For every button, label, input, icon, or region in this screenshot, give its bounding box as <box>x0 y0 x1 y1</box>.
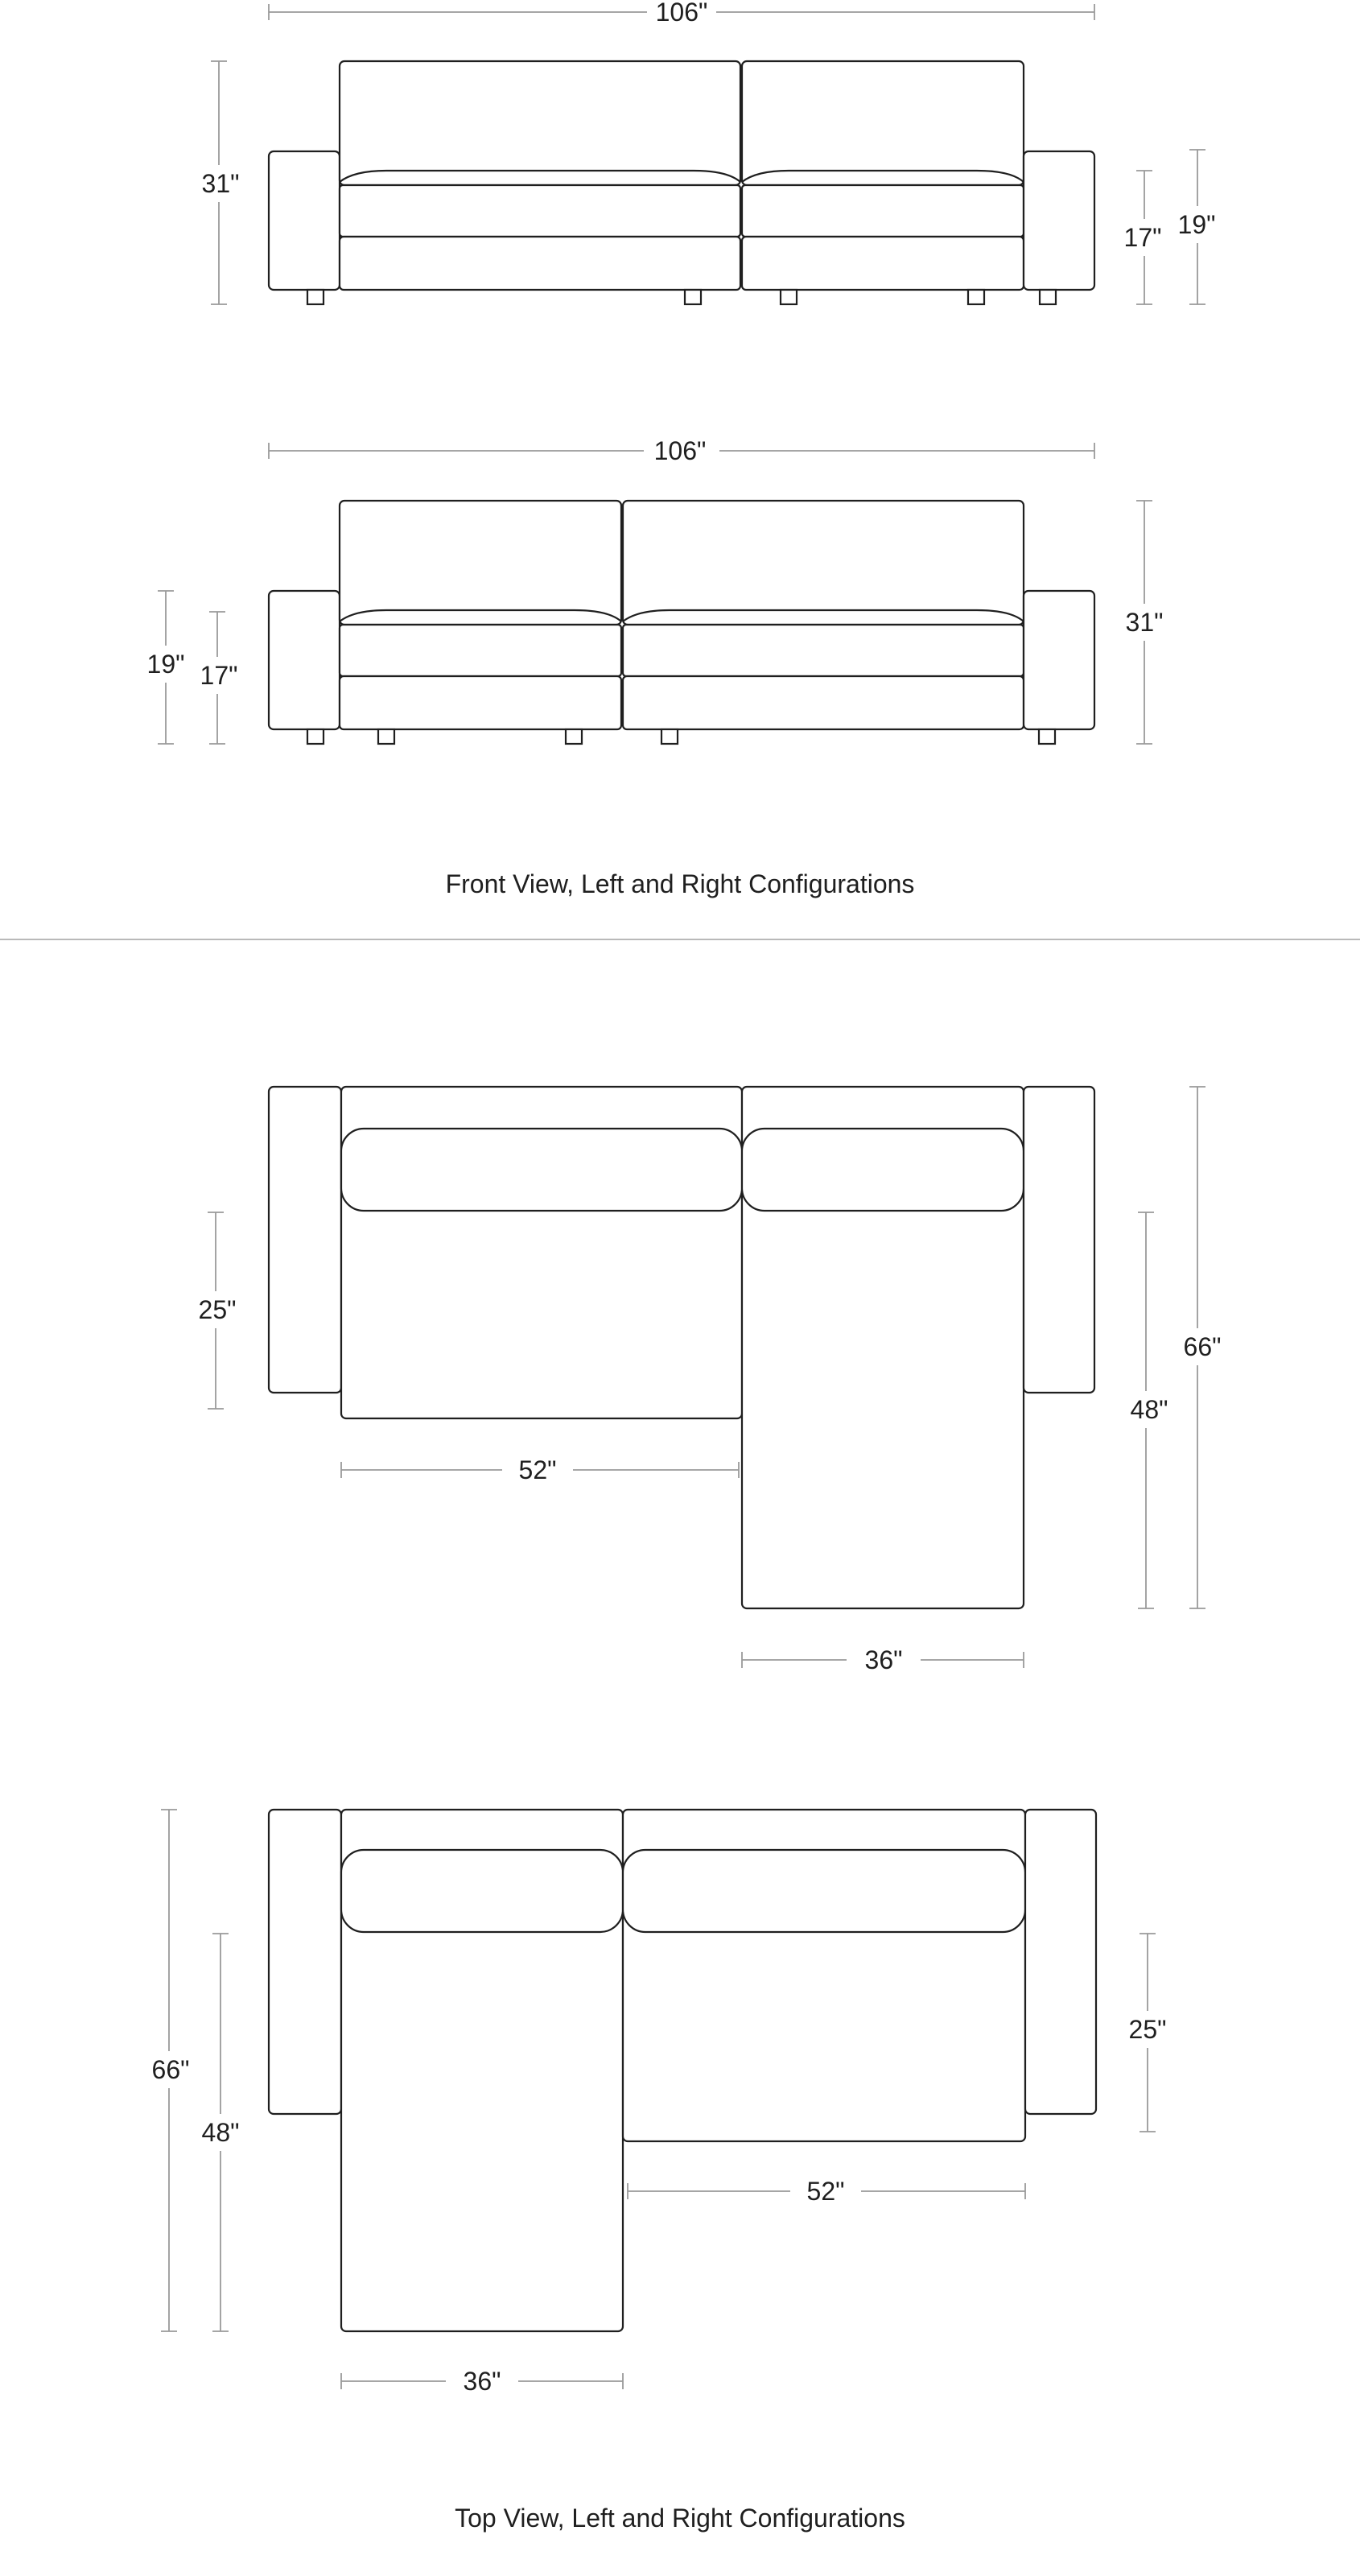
sofa-front-drawing <box>267 499 1096 745</box>
leg <box>779 288 798 306</box>
sofa-top-drawing <box>267 1808 1098 2333</box>
seat-cushion-top-2 <box>741 169 1024 183</box>
leg <box>377 728 396 745</box>
seat-cushion-2 <box>621 623 1025 678</box>
sofa-front-drawing <box>267 60 1096 306</box>
front-view-right-configuration: 106" 19" 17" 31" <box>147 436 1164 745</box>
top-view-left-configuration: 25" 52" 36" 48" 66" <box>199 1085 1222 1674</box>
seat-cushion-1 <box>338 623 623 678</box>
base-2 <box>740 235 1025 291</box>
sofa-section-width-dimension: 52" <box>340 1455 740 1484</box>
seat-cushion-top-1 <box>339 169 741 183</box>
leg <box>683 288 703 306</box>
seat-cushion-1 <box>338 184 742 238</box>
overall-depth-label: 66" <box>1184 1332 1222 1361</box>
width-dimension: 106" <box>268 0 1095 27</box>
front-view-left-configuration: 106" 31" 17" 19" <box>202 0 1216 306</box>
seat-depth-dimension: 25" <box>199 1212 237 1410</box>
width-dimension: 106" <box>268 436 1095 465</box>
arm-height-dimension: 19" <box>147 590 185 745</box>
leg <box>564 728 583 745</box>
width-label: 106" <box>656 0 708 27</box>
back-height-dimension: 31" <box>1126 500 1164 745</box>
leg <box>306 728 325 745</box>
base-2 <box>621 675 1025 731</box>
left-arm <box>267 1085 343 1394</box>
base-1 <box>338 675 623 731</box>
chaise-length-dimension: 48" <box>202 1933 240 2332</box>
chaise-length-label: 48" <box>202 2118 240 2147</box>
chaise-width-label: 36" <box>464 2367 501 2396</box>
seat-height-dimension: 17" <box>200 611 238 745</box>
back-cushion-2 <box>740 1127 1025 1212</box>
back-height-dimension: 31" <box>202 60 240 305</box>
chaise-width-dimension: 36" <box>340 2367 624 2396</box>
top-view-caption: Top View, Left and Right Configurations <box>455 2504 905 2533</box>
left-arm <box>267 589 341 731</box>
leg <box>1037 728 1057 745</box>
arm-height-label: 19" <box>147 650 185 679</box>
sofa-section-width-dimension: 52" <box>627 2177 1026 2206</box>
seat-depth-label: 25" <box>199 1295 237 1324</box>
back-cushion-2 <box>740 60 1025 187</box>
seat-cushion-2 <box>740 184 1025 238</box>
right-arm <box>1022 589 1096 731</box>
sofa-top-drawing <box>267 1085 1096 1610</box>
leg <box>966 288 986 306</box>
seat-cushion-top-2 <box>622 609 1024 622</box>
top-view-right-configuration: 66" 48" 25" 52" 36" <box>152 1808 1167 2396</box>
base-1 <box>338 235 742 291</box>
chaise-length-label: 48" <box>1131 1395 1168 1424</box>
left-arm <box>267 1808 343 2116</box>
leg <box>660 728 679 745</box>
seat-depth-label: 25" <box>1129 2015 1167 2044</box>
width-label: 106" <box>654 436 707 465</box>
seat-height-label: 17" <box>200 661 238 690</box>
arm-height-label: 19" <box>1178 210 1216 239</box>
seat-cushion-top-1 <box>339 609 622 622</box>
back-cushion-1 <box>338 60 742 187</box>
seat-depth-dimension: 25" <box>1129 1933 1167 2132</box>
overall-depth-dimension: 66" <box>152 1809 190 2332</box>
front-view-caption: Front View, Left and Right Configuration… <box>446 869 915 898</box>
overall-depth-dimension: 66" <box>1184 1086 1222 1609</box>
back-cushion-1 <box>340 1848 624 1934</box>
back-cushion-1 <box>340 1127 744 1212</box>
left-arm <box>267 150 341 291</box>
seat-height-label: 17" <box>1124 223 1162 252</box>
back-cushion-2 <box>621 1848 1027 1934</box>
back-cushion-2 <box>621 499 1025 626</box>
right-arm <box>1022 1085 1096 1394</box>
arm-height-dimension: 19" <box>1178 149 1216 305</box>
overall-depth-label: 66" <box>152 2055 190 2084</box>
right-arm <box>1022 150 1096 291</box>
right-arm <box>1024 1808 1098 2116</box>
back-cushion-1 <box>338 499 623 626</box>
seat-height-dimension: 17" <box>1124 170 1162 305</box>
back-height-label: 31" <box>1126 608 1164 637</box>
chaise-length-dimension: 48" <box>1131 1212 1168 1609</box>
back-height-label: 31" <box>202 169 240 198</box>
leg <box>1038 288 1057 306</box>
sofa-section-width-label: 52" <box>807 2177 845 2206</box>
leg <box>306 288 325 306</box>
chaise-width-label: 36" <box>865 1645 903 1674</box>
sofa-section-width-label: 52" <box>519 1455 557 1484</box>
chaise-width-dimension: 36" <box>741 1645 1024 1674</box>
